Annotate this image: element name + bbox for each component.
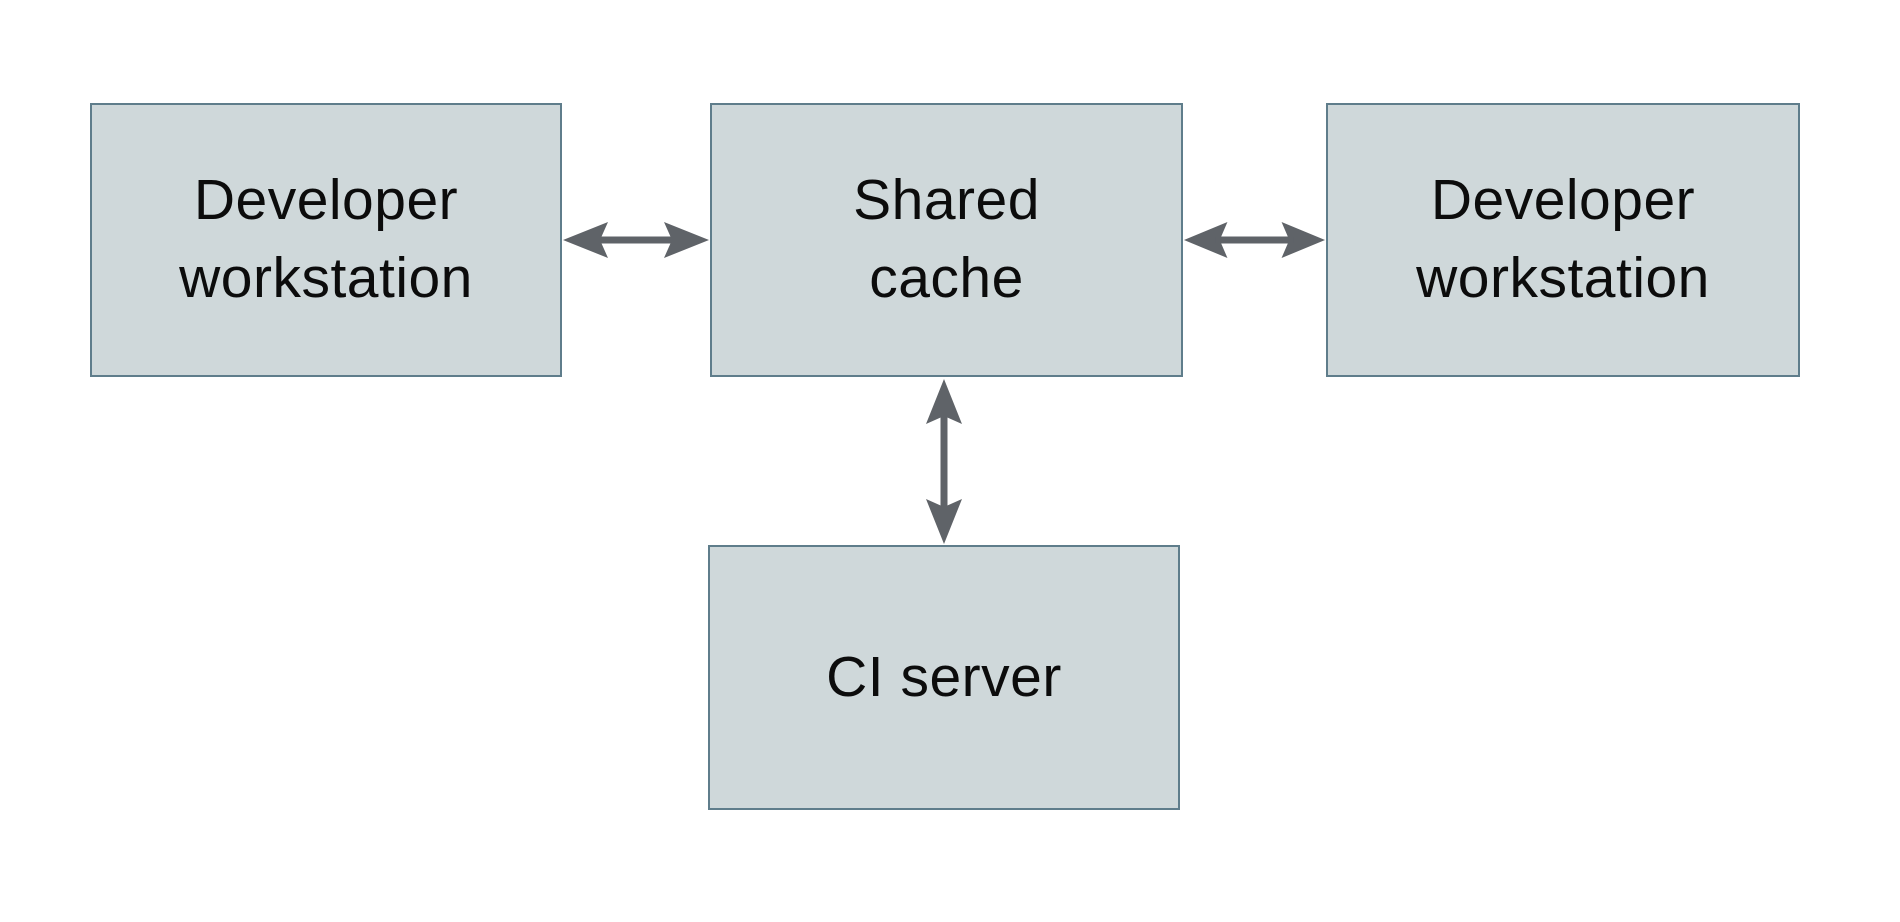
node-developer-workstation-right-label: Developer workstation [1416,168,1710,310]
double-headed-arrow-horizontal-icon [563,222,709,258]
edge-shared-cache-to-developer-right [1183,220,1326,260]
node-developer-workstation-right: Developer workstation [1326,103,1800,377]
edge-developer-left-to-shared-cache [562,220,710,260]
edge-shared-cache-to-ci-server [924,378,964,545]
node-ci-server-label: CI server [826,644,1062,709]
double-headed-arrow-horizontal-icon [1183,222,1326,258]
double-headed-arrow-vertical-icon [926,379,962,544]
node-developer-workstation-left-label: Developer workstation [179,168,473,310]
node-developer-workstation-left: Developer workstation [90,103,562,377]
node-ci-server: CI server [708,545,1180,810]
node-shared-cache-label: Shared cache [853,168,1040,310]
node-shared-cache: Shared cache [710,103,1183,377]
